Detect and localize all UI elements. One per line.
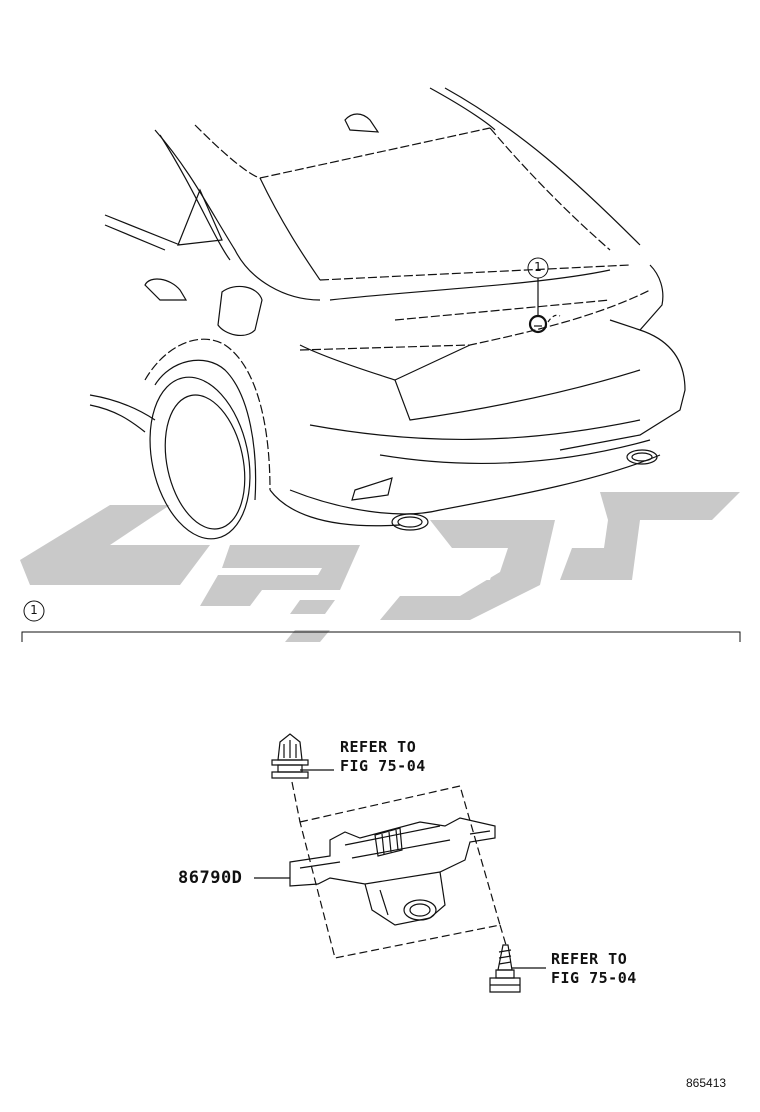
callout-number: 1 [534,260,542,274]
refer-bottom-line1: REFER TO [551,950,628,968]
refer-bottom-line2: FIG 75-04 [551,969,637,987]
part-number-label: 86790D [178,868,243,888]
vehicle-rear-illustration [89,87,686,540]
watermark-logo [20,492,740,642]
refer-top-label: REFER TO FIG 75-04 [340,738,426,776]
back-camera-assembly [254,781,507,959]
refer-bottom-label: REFER TO FIG 75-04 [551,950,637,988]
screw-fastener-icon [489,944,546,993]
section-bracket [21,600,741,642]
clip-fastener-icon [271,733,334,779]
refer-top-line1: REFER TO [340,738,417,756]
refer-top-line2: FIG 75-04 [340,757,426,775]
illustration-number: 865413 [686,1076,727,1090]
section-marker-number: 1 [30,603,38,617]
